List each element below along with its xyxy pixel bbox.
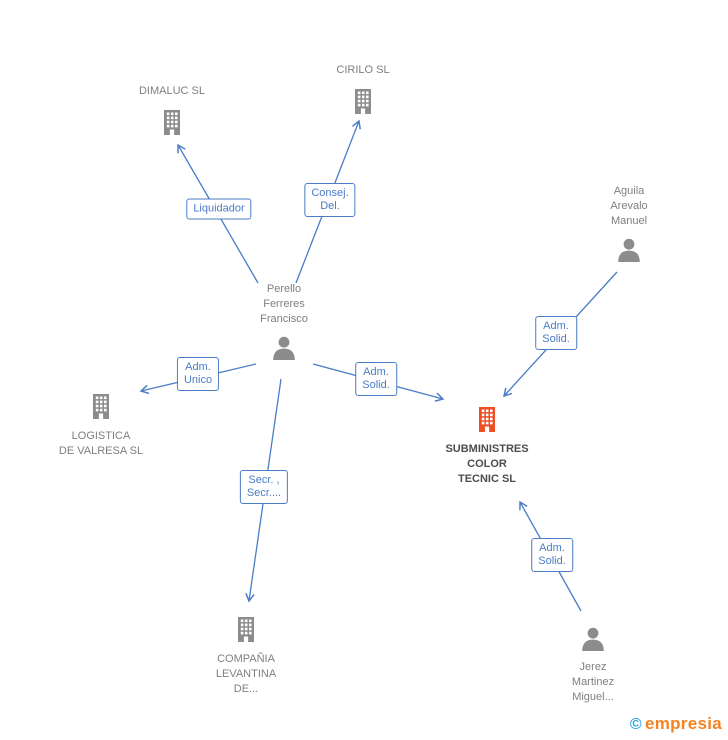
company-node-compania-levantina[interactable]: COMPAÑIA LEVANTINA DE... — [196, 614, 296, 697]
company-node-cirilo[interactable]: CIRILO SL — [303, 63, 423, 116]
company-node-logistica-de-valresa[interactable]: LOGISTICA DE VALRESA SL — [46, 391, 156, 459]
person-name: Jerez Martinez Miguel... — [571, 661, 615, 703]
relationship-label-adm-solid-jerez: Adm. Solid. — [531, 538, 573, 572]
relationship-label-secr: Secr. , Secr.... — [239, 470, 289, 504]
person-name: Aguila Arevalo Manuel — [610, 185, 648, 227]
brand-name: empresia — [644, 714, 722, 733]
building-icon — [164, 110, 180, 135]
watermark: ©empresia — [630, 714, 722, 734]
company-node-subministres-color-tecnic[interactable]: SUBMINISTRES COLOR TECNIC SL — [435, 404, 539, 487]
building-icon — [238, 617, 254, 642]
building-icon — [479, 407, 495, 432]
relationship-label-adm-unico: Adm. Unico — [176, 357, 220, 391]
building-icon — [355, 89, 371, 114]
company-name: SUBMINISTRES COLOR TECNIC SL — [445, 443, 529, 485]
building-icon — [93, 394, 109, 419]
person-node-aguila-arevalo-manuel[interactable]: Aguila Arevalo Manuel — [589, 184, 669, 263]
person-name: Perello Ferreres Francisco — [260, 283, 308, 325]
company-name: CIRILO SL — [336, 64, 390, 76]
company-name: LOGISTICA DE VALRESA SL — [58, 430, 144, 457]
person-node-perello-ferreres-francisco[interactable]: Perello Ferreres Francisco — [239, 282, 329, 361]
company-name: COMPAÑIA LEVANTINA DE... — [215, 653, 277, 695]
copyright-icon: © — [629, 716, 642, 733]
relationship-label-adm-solid-perello: Adm. Solid. — [355, 362, 397, 396]
person-icon — [273, 336, 295, 360]
person-icon — [582, 627, 604, 651]
person-node-jerez-martinez-miguel[interactable]: Jerez Martinez Miguel... — [553, 626, 633, 705]
person-icon — [618, 238, 640, 262]
relationship-label-liquidador: Liquidador — [186, 198, 252, 220]
relationship-label-consej-del: Consej. Del. — [304, 183, 356, 217]
relationship-label-adm-solid-aguila: Adm. Solid. — [535, 316, 577, 350]
company-node-dimaluc[interactable]: DIMALUC SL — [112, 84, 232, 137]
company-name: DIMALUC SL — [138, 85, 206, 97]
